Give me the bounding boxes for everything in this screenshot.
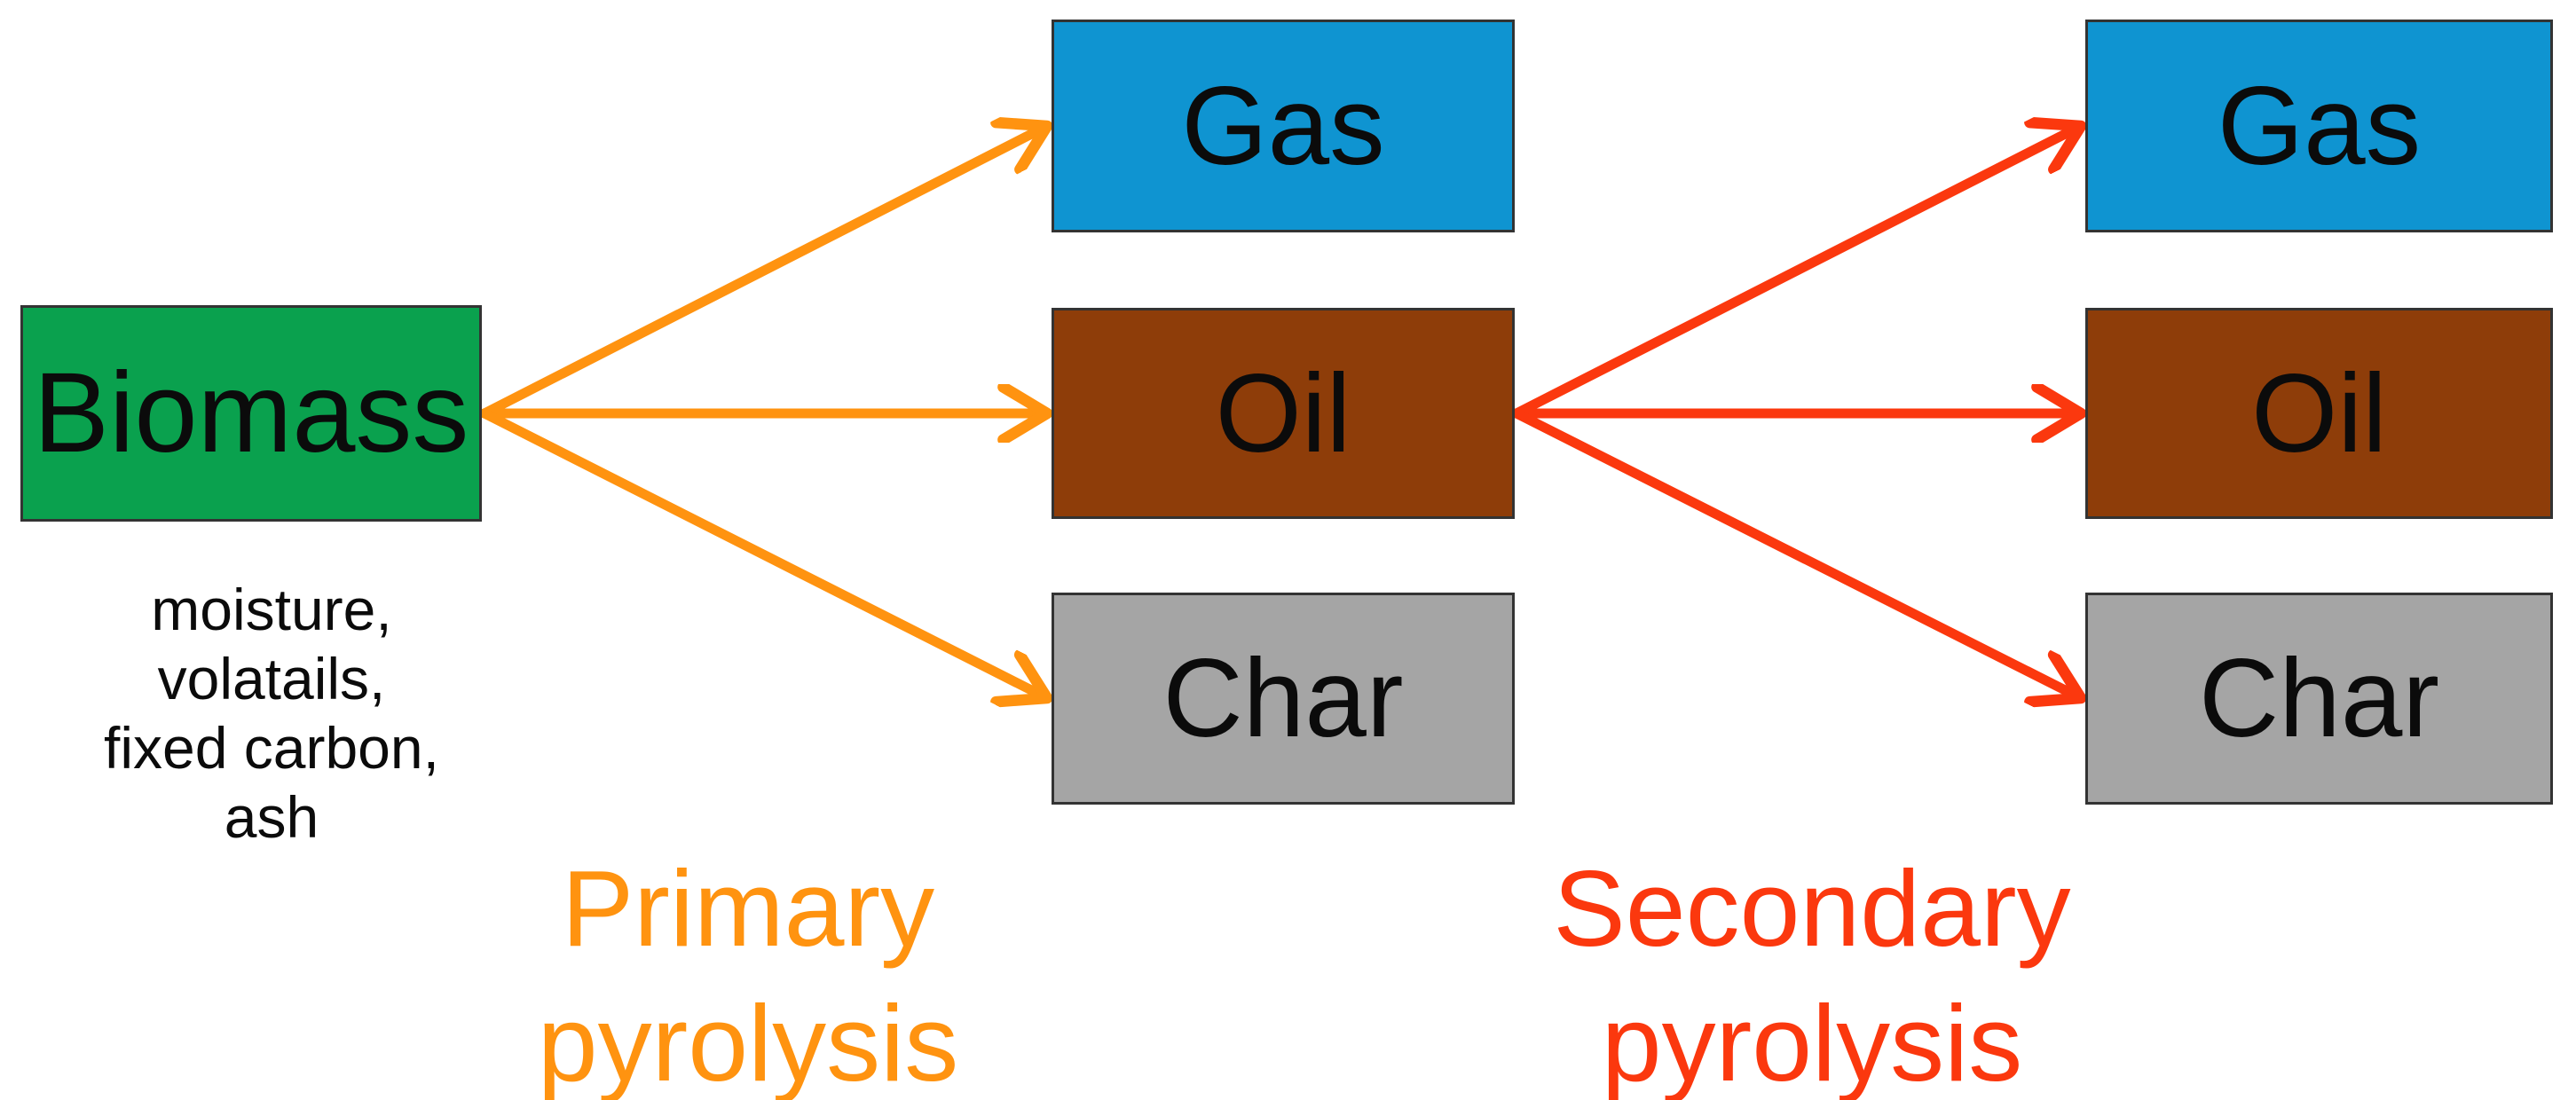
node-biomass-label: Biomass	[33, 350, 469, 476]
node-primary-char-label: Char	[1162, 637, 1404, 760]
node-secondary-gas-label: Gas	[2217, 64, 2422, 188]
node-secondary-oil-label: Oil	[2251, 351, 2387, 475]
primary-stage-label-line2: pyrolysis	[537, 983, 959, 1100]
arrow-oil-to-gas	[1511, 126, 2081, 419]
node-primary-gas: Gas	[1052, 20, 1515, 232]
primary-stage-label-line1: Primary	[561, 848, 935, 969]
node-primary-gas-label: Gas	[1181, 64, 1385, 188]
primary-stage-label: Primary pyrolysis	[393, 841, 1103, 1100]
secondary-stage-label-line2: pyrolysis	[1601, 983, 2023, 1100]
node-secondary-char-label: Char	[2199, 637, 2439, 760]
secondary-stage-label-line1: Secondary	[1553, 848, 2071, 969]
biomass-components: moisture, volatails, fixed carbon, ash	[23, 575, 520, 852]
node-primary-oil-label: Oil	[1215, 351, 1351, 475]
biomass-component-line: fixed carbon,	[104, 715, 439, 781]
arrow-biomass-to-gas	[479, 126, 1047, 419]
node-primary-char: Char	[1052, 593, 1515, 805]
biomass-component-line: volatails,	[157, 646, 386, 711]
node-primary-oil: Oil	[1052, 308, 1515, 519]
secondary-stage-label: Secondary pyrolysis	[1457, 841, 2167, 1100]
biomass-component-line: moisture,	[151, 577, 392, 642]
node-biomass: Biomass	[20, 305, 482, 522]
node-secondary-oil: Oil	[2085, 308, 2553, 519]
biomass-component-line: ash	[224, 784, 319, 850]
node-secondary-char: Char	[2085, 593, 2553, 805]
arrow-biomass-to-char	[479, 408, 1047, 698]
node-secondary-gas: Gas	[2085, 20, 2553, 232]
arrow-oil-to-char	[1511, 408, 2081, 698]
